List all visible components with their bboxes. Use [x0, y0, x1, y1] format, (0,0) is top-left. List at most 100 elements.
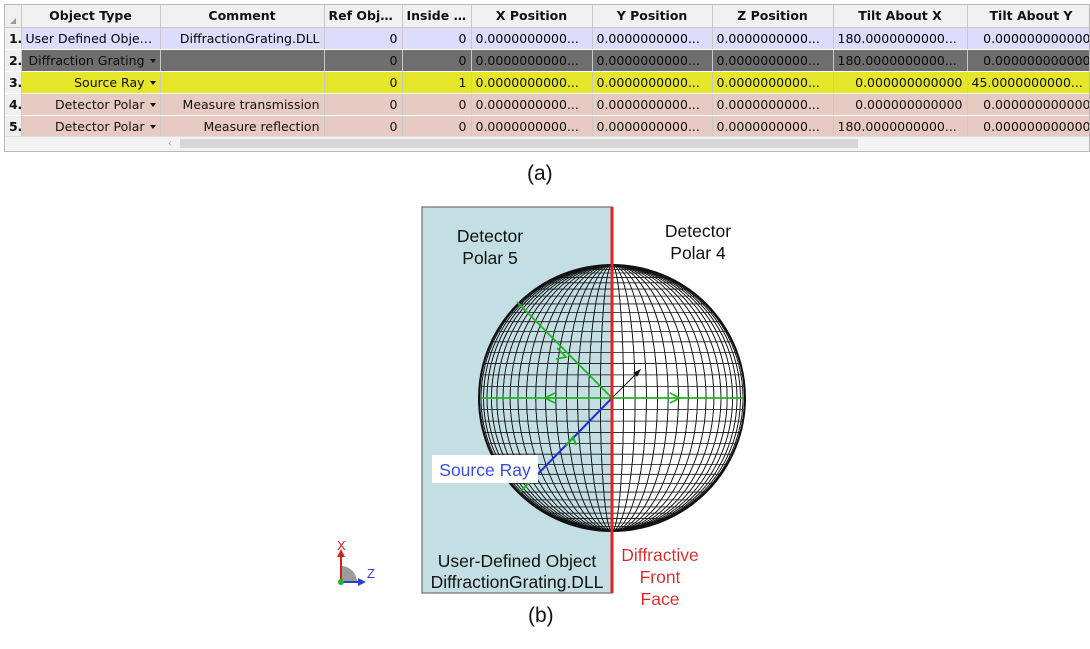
reflected-ray	[516, 301, 613, 399]
arrowhead-right-icon	[669, 392, 683, 404]
comment-cell[interactable]: Measure transmission	[160, 93, 325, 116]
ref-object-cell[interactable]: 0	[324, 49, 403, 72]
row-number[interactable]: 2	[5, 49, 22, 72]
header-y-position[interactable]: Y Position	[592, 5, 713, 28]
header-tilt-y[interactable]: Tilt About Y	[967, 5, 1089, 28]
y-position-cell[interactable]: 0.0000000000...	[592, 93, 713, 116]
tilt-x-cell[interactable]: 180.0000000000...	[833, 115, 968, 138]
tilt-y-cell[interactable]: 0.000000000000	[967, 93, 1089, 116]
object-editor-table: Object Type Comment Ref Object Inside Of…	[4, 4, 1090, 152]
header-comment[interactable]: Comment	[160, 5, 325, 28]
dropdown-caret-icon[interactable]	[149, 58, 156, 63]
object-type-cell[interactable]: User Defined Object	[21, 27, 161, 50]
header-inside-of[interactable]: Inside Of	[402, 5, 472, 28]
face-label-line3: Face	[641, 589, 680, 609]
tilt-x-cell[interactable]: 180.0000000000...	[833, 49, 968, 72]
header-ref-object[interactable]: Ref Object	[324, 5, 403, 28]
corner-triangle-icon	[10, 18, 16, 25]
z-position-cell[interactable]: 0.0000000000...	[712, 27, 834, 50]
y-position-cell[interactable]: 0.0000000000...	[592, 49, 713, 72]
tilt-x-cell[interactable]: 0.000000000000	[833, 71, 968, 94]
table-row[interactable]: 4 Detector Polar Measure transmission 0 …	[5, 93, 1089, 116]
comment-cell[interactable]	[160, 71, 325, 94]
inside-of-cell[interactable]: 1	[402, 71, 472, 94]
udo-label-line2: DiffractionGrating.DLL	[431, 572, 604, 592]
z-position-cell[interactable]: 0.0000000000...	[712, 115, 834, 138]
tilt-y-cell[interactable]: 0.000000000000	[967, 115, 1089, 138]
dropdown-caret-icon[interactable]	[149, 124, 156, 129]
x-position-cell[interactable]: 0.0000000000...	[471, 93, 593, 116]
tilt-y-cell[interactable]: 45.0000000000...	[967, 71, 1089, 94]
detector-4-label-line2: Polar 4	[670, 243, 726, 263]
table-row[interactable]: 2 Diffraction Grating 0 0 0.0000000000..…	[5, 49, 1089, 72]
caption-b: (b)	[528, 604, 554, 627]
detector-4-label-line1: Detector	[665, 221, 731, 241]
inside-of-cell[interactable]: 0	[402, 115, 472, 138]
horizontal-scrollbar[interactable]: ‹	[5, 136, 1089, 151]
tilt-x-cell[interactable]: 0.000000000000	[833, 93, 968, 116]
x-axis-label: X	[337, 538, 346, 553]
z-position-cell[interactable]: 0.0000000000...	[712, 93, 834, 116]
dropdown-caret-icon[interactable]	[149, 80, 156, 85]
y-position-cell[interactable]: 0.0000000000...	[592, 71, 713, 94]
udo-label-line1: User-Defined Object	[438, 551, 597, 571]
scrollbar-thumb[interactable]	[180, 139, 858, 148]
row-number[interactable]: 3	[5, 71, 22, 94]
comment-cell[interactable]: DiffractionGrating.DLL	[160, 27, 325, 50]
inside-of-cell[interactable]: 0	[402, 49, 472, 72]
header-row: Object Type Comment Ref Object Inside Of…	[5, 5, 1089, 28]
header-x-position[interactable]: X Position	[471, 5, 593, 28]
axis-triad: X Z	[337, 538, 375, 586]
z-axis-arrow-icon	[358, 578, 366, 586]
tilt-x-cell[interactable]: 180.0000000000...	[833, 27, 968, 50]
ref-object-cell[interactable]: 0	[324, 115, 403, 138]
x-position-cell[interactable]: 0.0000000000...	[471, 115, 593, 138]
header-z-position[interactable]: Z Position	[712, 5, 834, 28]
face-label-line2: Front	[640, 567, 681, 587]
face-label-line1: Diffractive	[621, 545, 698, 565]
ref-object-cell[interactable]: 0	[324, 71, 403, 94]
header-object-type[interactable]: Object Type	[21, 5, 161, 28]
detector-5-label-line1: Detector	[457, 226, 523, 246]
z-axis-label: Z	[367, 566, 375, 581]
object-type-cell[interactable]: Source Ray	[21, 71, 161, 94]
select-all-corner[interactable]	[5, 5, 22, 28]
y-axis-dot	[338, 579, 344, 585]
x-position-cell[interactable]: 0.0000000000...	[471, 71, 593, 94]
table-row[interactable]: 1 User Defined Object DiffractionGrating…	[5, 27, 1089, 50]
source-ray-label-box	[432, 455, 538, 483]
caption-a: (a)	[527, 162, 553, 185]
face-label: Diffractive Front Face	[621, 545, 698, 609]
x-position-cell[interactable]: 0.0000000000...	[471, 49, 593, 72]
z-position-cell[interactable]: 0.0000000000...	[712, 49, 834, 72]
tilt-y-cell[interactable]: 0.000000000000	[967, 49, 1089, 72]
object-type-cell[interactable]: Diffraction Grating	[21, 49, 161, 72]
header-tilt-x[interactable]: Tilt About X	[833, 5, 968, 28]
arrowhead-source-icon	[565, 434, 577, 447]
arrowhead-reflected-icon	[555, 347, 568, 360]
tilt-y-cell[interactable]: 0.000000000000	[967, 27, 1089, 50]
normal-arrowhead-icon	[633, 368, 642, 377]
y-position-cell[interactable]: 0.0000000000...	[592, 27, 713, 50]
y-position-cell[interactable]: 0.0000000000...	[592, 115, 713, 138]
z-position-cell[interactable]: 0.0000000000...	[712, 71, 834, 94]
row-number[interactable]: 5	[5, 115, 22, 138]
source-ray-label: Source Ray	[439, 460, 531, 480]
x-axis-arrow-icon	[337, 549, 345, 557]
object-type-cell[interactable]: Detector Polar	[21, 93, 161, 116]
scroll-left-arrow-icon[interactable]: ‹	[168, 138, 172, 149]
row-number[interactable]: 4	[5, 93, 22, 116]
object-type-cell[interactable]: Detector Polar	[21, 115, 161, 138]
table-row[interactable]: 3 Source Ray 0 1 0.0000000000... 0.00000…	[5, 71, 1089, 94]
source-ray-line	[531, 397, 613, 481]
inside-of-cell[interactable]: 0	[402, 93, 472, 116]
ref-object-cell[interactable]: 0	[324, 93, 403, 116]
ref-object-cell[interactable]: 0	[324, 27, 403, 50]
x-position-cell[interactable]: 0.0000000000...	[471, 27, 593, 50]
comment-cell[interactable]	[160, 49, 325, 72]
row-number[interactable]: 1	[5, 27, 22, 50]
dropdown-caret-icon[interactable]	[149, 102, 156, 107]
inside-of-cell[interactable]: 0	[402, 27, 472, 50]
object-grid: Object Type Comment Ref Object Inside Of…	[5, 5, 1089, 138]
